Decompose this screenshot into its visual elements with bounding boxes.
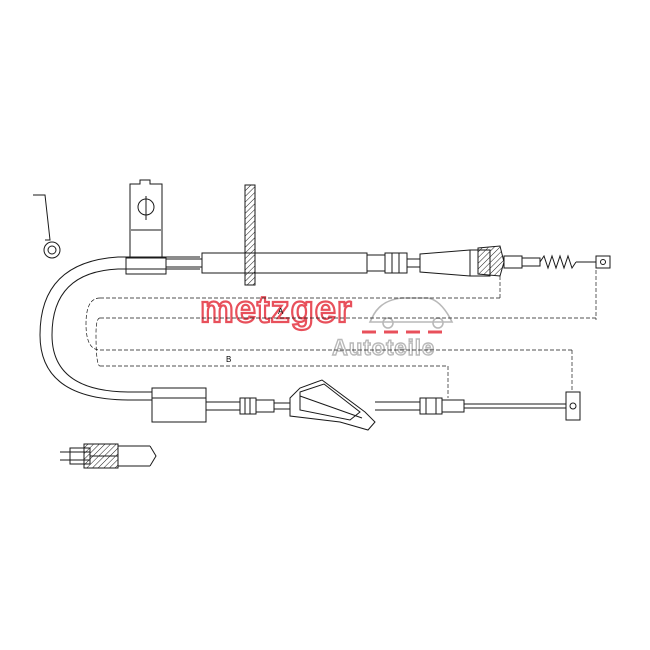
upper-assembly xyxy=(33,179,611,286)
watermark-sub: Autoteile xyxy=(332,335,435,360)
watermark-brand: metzger xyxy=(200,289,353,331)
lower-nipple-end xyxy=(565,391,581,421)
return-spring xyxy=(539,254,577,270)
nipple-end xyxy=(595,255,611,269)
wedge-housing xyxy=(289,379,376,431)
car-logo-icon xyxy=(368,297,454,329)
grommet-clip xyxy=(244,184,256,286)
hook-end-fitting xyxy=(33,194,61,259)
lower-assembly xyxy=(151,379,581,431)
main-cable xyxy=(39,256,200,401)
dimension-b-label: B xyxy=(226,355,231,364)
mounting-bracket xyxy=(125,179,167,275)
dimension-a-label: A xyxy=(278,307,284,316)
detail-view xyxy=(60,443,157,469)
cable-sleeve-lower xyxy=(151,387,207,423)
metzger-watermark: metzger Autoteile xyxy=(199,288,454,361)
cable-sleeve-upper xyxy=(201,252,368,274)
dimension-lines xyxy=(85,270,597,398)
